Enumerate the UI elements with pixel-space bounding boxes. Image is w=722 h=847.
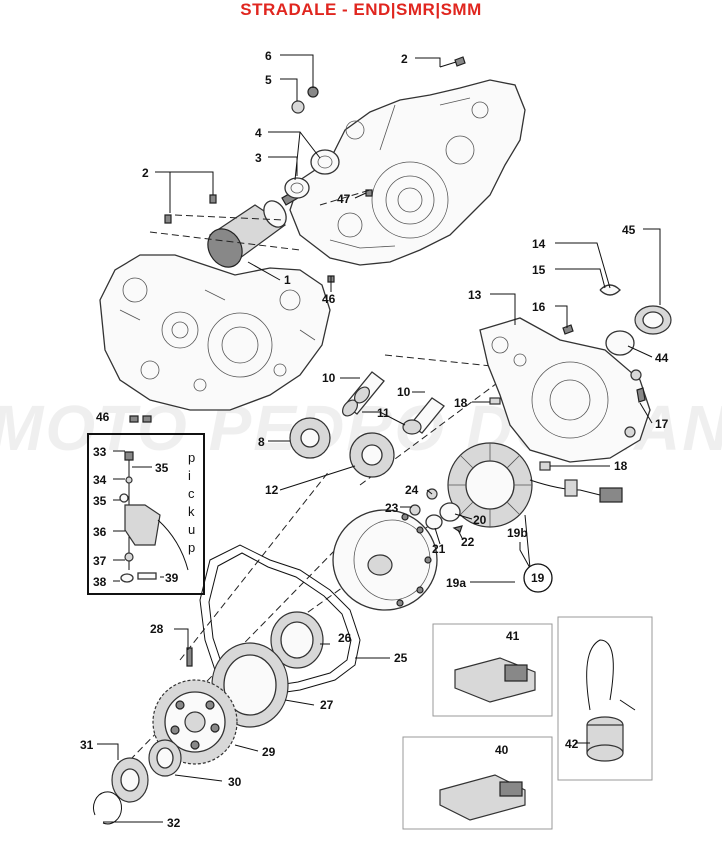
label-31: 31 [80, 738, 94, 752]
inspection-cap [605, 305, 672, 356]
callout-circle-19 [523, 563, 553, 593]
label-19b: 19b [507, 526, 528, 540]
label-47: 47 [337, 192, 351, 206]
label-27: 27 [320, 698, 334, 712]
pickup-letter: p [188, 450, 195, 465]
crankcase-left-half [99, 254, 331, 411]
pickup-letter: k [188, 504, 195, 519]
label-6: 6 [265, 49, 272, 63]
cover-gasket [199, 544, 361, 696]
label-17: 17 [655, 417, 669, 431]
crankcase-right-half [289, 79, 526, 266]
label-4: 4 [255, 126, 262, 140]
label-1: 1 [284, 273, 291, 287]
label-35: 35 [93, 494, 107, 508]
label-37: 37 [93, 554, 107, 568]
label-28: 28 [150, 622, 164, 636]
label-25: 25 [394, 651, 408, 665]
pickup-letter: c [188, 486, 195, 501]
label-24: 24 [405, 483, 419, 497]
label-40: 40 [495, 743, 509, 757]
label-23: 23 [385, 501, 399, 515]
label-13: 13 [468, 288, 482, 302]
label-35: 35 [155, 461, 169, 475]
label-10: 10 [397, 385, 411, 399]
label-32: 32 [167, 816, 181, 830]
label-22: 22 [461, 535, 475, 549]
rotor-small-parts [409, 488, 463, 533]
flange-and-circlip [93, 757, 149, 825]
pickup-letter: p [188, 540, 195, 555]
label-21: 21 [432, 542, 446, 556]
pickup-letter: u [188, 522, 195, 537]
pickup-vertical-label: p i c k u p [188, 450, 195, 555]
label-18: 18 [614, 459, 628, 473]
starter-motor [207, 190, 299, 268]
label-42: 42 [565, 737, 579, 751]
diagram-title: STRADALE - END|SMR|SMM [240, 0, 482, 19]
label-16: 16 [532, 300, 546, 314]
label-3: 3 [255, 151, 262, 165]
label-19: 19 [531, 571, 545, 585]
pickup-letter: i [188, 468, 191, 483]
part-labels: 6 5 2 4 3 2 47 1 46 10 10 11 46 8 12 13 … [80, 49, 669, 830]
label-2: 2 [401, 52, 408, 66]
label-10: 10 [322, 371, 336, 385]
label-41: 41 [506, 629, 520, 643]
label-11: 11 [377, 406, 390, 420]
label-45: 45 [622, 223, 636, 237]
pickup-inset [87, 433, 205, 595]
label-30: 30 [228, 775, 242, 789]
label-46: 46 [96, 410, 110, 424]
label-38: 38 [93, 575, 107, 589]
label-15: 15 [532, 263, 546, 277]
label-29: 29 [262, 745, 276, 759]
label-33: 33 [93, 445, 107, 459]
label-39: 39 [165, 571, 179, 585]
inset-box-41 [432, 623, 553, 717]
label-19a: 19a [446, 576, 466, 590]
leader-lines [97, 54, 661, 823]
label-26: 26 [338, 631, 352, 645]
label-14: 14 [532, 237, 546, 251]
idler-shafts-gears [289, 371, 445, 478]
rotor-flywheel [332, 509, 438, 611]
label-12: 12 [265, 483, 279, 497]
label-34: 34 [93, 473, 107, 487]
generator-cover [479, 317, 651, 463]
label-18: 18 [454, 396, 468, 410]
inset-box-40 [402, 736, 553, 830]
label-2: 2 [142, 166, 149, 180]
label-44: 44 [655, 351, 669, 365]
starter-clutch-assembly [148, 611, 324, 777]
label-5: 5 [265, 73, 272, 87]
stator [447, 442, 623, 528]
label-46: 46 [322, 292, 336, 306]
label-36: 36 [93, 525, 107, 539]
label-20: 20 [473, 513, 487, 527]
inset-box-42 [557, 616, 653, 781]
label-8: 8 [258, 435, 265, 449]
